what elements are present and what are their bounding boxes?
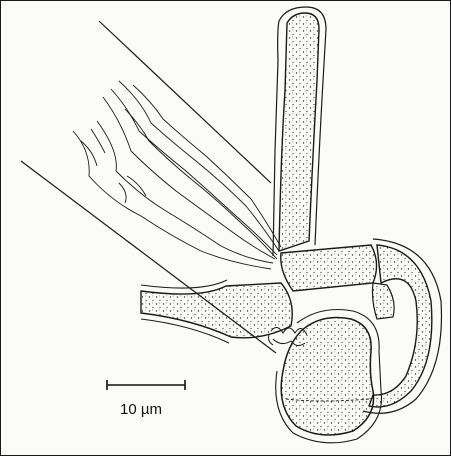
- scale-bar: [107, 380, 185, 390]
- left-hypha: [141, 283, 292, 338]
- round-cell: [281, 318, 373, 436]
- fibrils: [73, 81, 281, 269]
- right-hypha: [369, 245, 432, 407]
- vertical-hypha: [273, 7, 326, 256]
- central-cell: [281, 245, 377, 291]
- host-cell-upper-wall: [99, 21, 271, 183]
- connector-cell: [373, 283, 395, 319]
- scale-bar-label: 10 µm: [101, 401, 181, 418]
